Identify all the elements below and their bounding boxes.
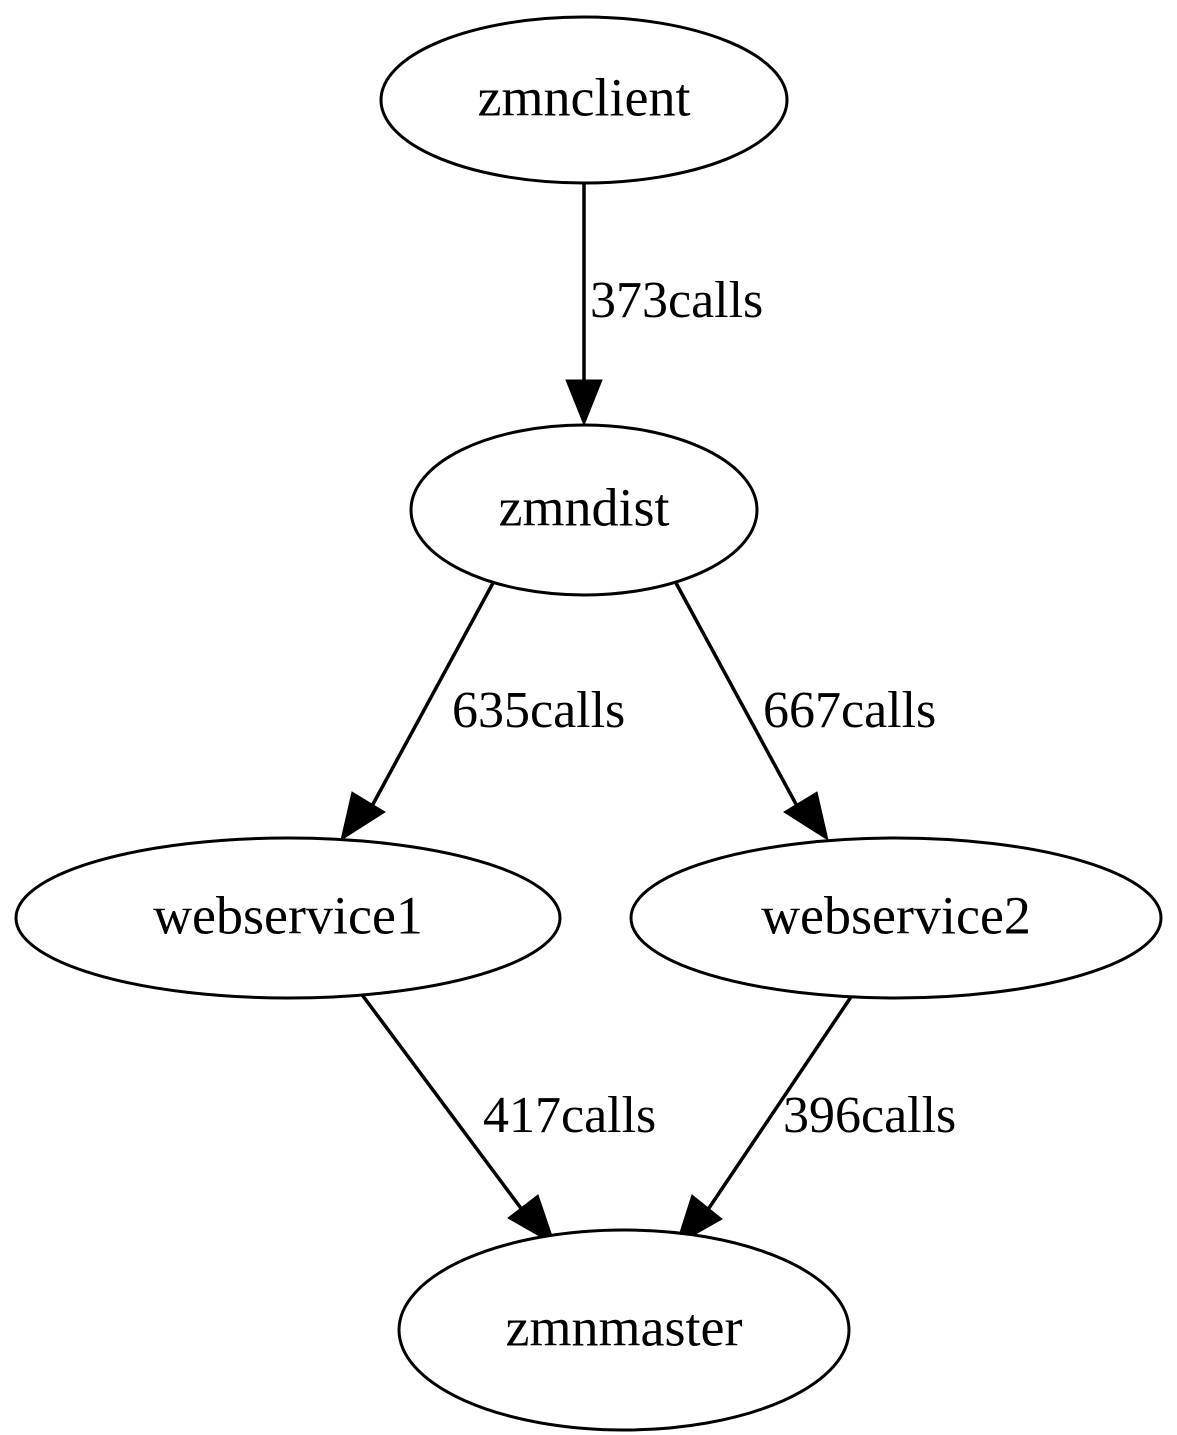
edge-label-417calls: 417calls: [483, 1087, 656, 1144]
edge-webservice1-zmnmaster[interactable]: 417calls: [355, 986, 656, 1247]
arrowhead-icon: [783, 791, 829, 842]
edge-label-667calls: 667calls: [763, 682, 936, 739]
arrowhead-icon: [340, 791, 386, 842]
edge-line: [355, 986, 525, 1213]
node-webservice2[interactable]: webservice2: [629, 836, 1163, 1000]
node-zmnmaster[interactable]: zmnmaster: [397, 1228, 851, 1432]
edge-label-635calls: 635calls: [452, 682, 625, 739]
edge-webservice2-zmnmaster[interactable]: 396calls: [675, 987, 956, 1247]
edge-zmnclient-zmndist[interactable]: 373calls: [565, 183, 763, 427]
edge-zmndist-webservice1[interactable]: 635calls: [340, 582, 625, 842]
node-label: zmnclient: [478, 67, 691, 127]
edge-line: [705, 987, 859, 1212]
node-shape: [397, 1228, 851, 1432]
edge-line: [370, 582, 495, 807]
edge-line: [674, 582, 799, 807]
node-label: webservice2: [761, 885, 1031, 945]
arrowhead-icon: [507, 1194, 556, 1247]
edge-label-373calls: 373calls: [590, 272, 763, 329]
node-zmnclient[interactable]: zmnclient: [379, 15, 789, 185]
edge-label-396calls: 396calls: [783, 1087, 956, 1144]
node-webservice1[interactable]: webservice1: [14, 836, 562, 1000]
arrowhead-icon: [675, 1194, 723, 1247]
node-shape: [409, 423, 759, 597]
node-shape: [629, 836, 1163, 1000]
node-shape: [379, 15, 789, 185]
node-label: zmndist: [499, 477, 670, 537]
node-shape: [14, 836, 562, 1000]
node-label: zmnmaster: [506, 1297, 743, 1357]
node-zmndist[interactable]: zmndist: [409, 423, 759, 597]
node-label: webservice1: [153, 885, 423, 945]
arrowhead-icon: [565, 379, 603, 427]
edge-zmndist-webservice2[interactable]: 667calls: [674, 582, 936, 842]
